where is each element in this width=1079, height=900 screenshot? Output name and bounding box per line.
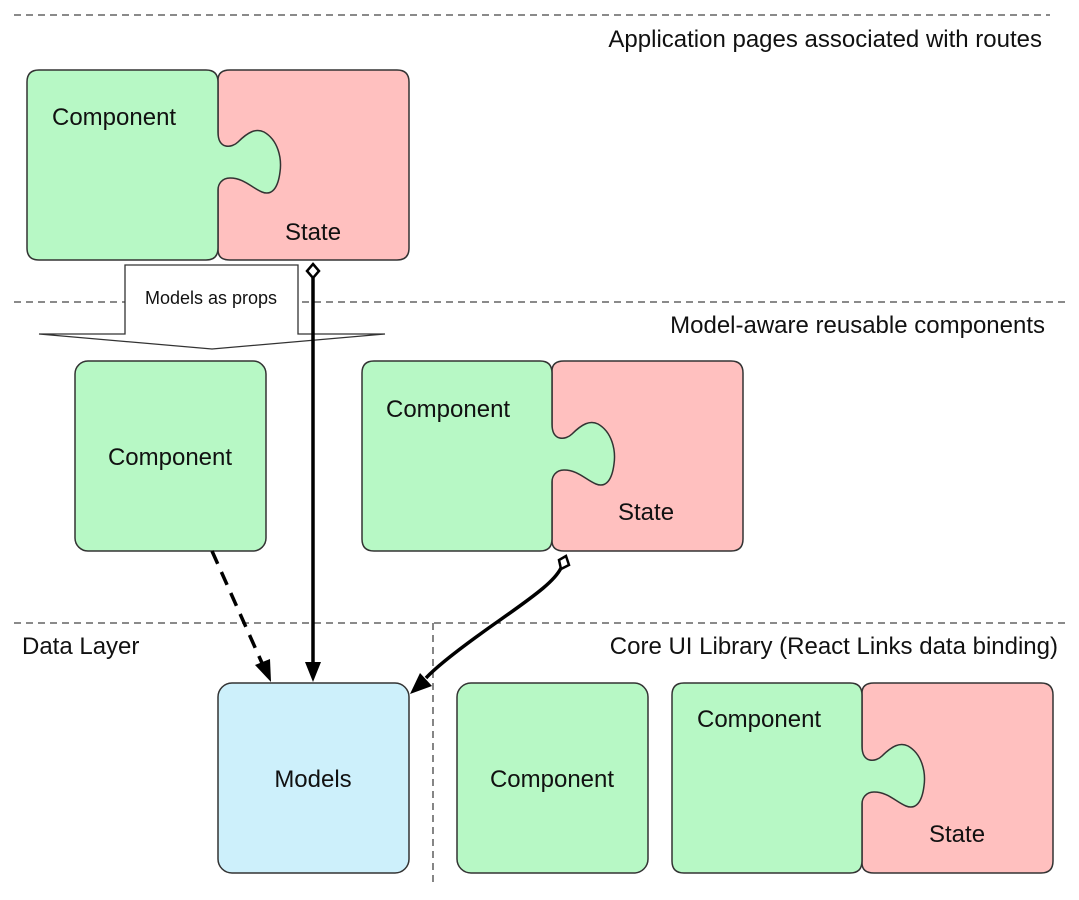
reusable-component: Component <box>74 360 267 552</box>
edge-aware-state-to-models <box>410 554 571 694</box>
core-combo-component-box <box>671 682 926 874</box>
core-puzzle: Component State <box>671 682 1054 874</box>
core-component-label: Component <box>490 766 614 793</box>
aware-puzzle: Component State <box>361 360 744 552</box>
aware-state-label: State <box>618 499 674 526</box>
layer-label-model-aware: Model-aware reusable components <box>670 312 1045 339</box>
page-state-box <box>217 69 410 261</box>
props-arrow-shape <box>38 264 386 350</box>
layer-label-pages: Application pages associated with routes <box>608 26 1042 53</box>
page-state-label: State <box>285 219 341 246</box>
arrowhead-icon <box>305 662 321 682</box>
models-label: Models <box>274 766 351 793</box>
edge-line <box>424 567 563 680</box>
edge-page-state-to-models <box>305 262 321 682</box>
core-combo-component-label: Component <box>697 706 821 733</box>
layer-label-core-ui: Core UI Library (React Links data bindin… <box>610 633 1058 660</box>
page-puzzle: Component State <box>26 69 410 261</box>
aggregation-diamond-icon <box>305 262 321 280</box>
page-component-box <box>26 69 282 261</box>
aware-state-box <box>551 360 744 552</box>
models-node: Models <box>217 682 410 874</box>
arrowhead-icon <box>255 659 271 682</box>
core-state-box <box>861 682 1054 874</box>
props-arrow: Models as props <box>38 264 386 350</box>
models-box <box>217 682 410 874</box>
core-combo-state-label: State <box>929 821 985 848</box>
edge-reusable-to-models <box>210 550 271 682</box>
reusable-component-box <box>74 360 267 552</box>
page-component-label: Component <box>52 104 176 131</box>
core-component: Component <box>456 682 649 874</box>
core-component-box <box>456 682 649 874</box>
layer-label-data: Data Layer <box>22 633 139 660</box>
edge-line <box>210 550 264 664</box>
arrowhead-icon <box>410 673 432 694</box>
aware-component-label: Component <box>386 396 510 423</box>
aggregation-diamond-icon <box>557 554 571 571</box>
aware-component-box <box>361 360 616 552</box>
reusable-component-label: Component <box>108 444 232 471</box>
props-arrow-label: Models as props <box>145 288 277 308</box>
